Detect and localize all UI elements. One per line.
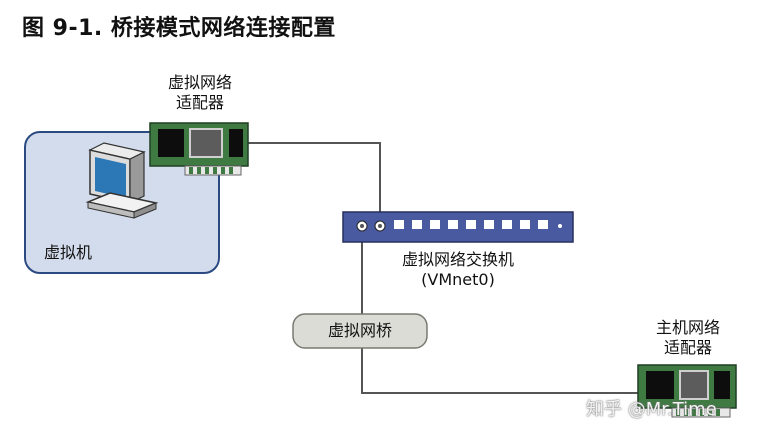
- watermark: 知乎 @Mr.Time: [586, 399, 717, 420]
- virtual-bridge-label: 虚拟网桥: [327, 321, 392, 340]
- host-adapter-label: 主机网络 适配器: [640, 318, 736, 358]
- computer-icon: [85, 142, 159, 219]
- virtual-adapter-label-line2: 适配器: [175, 93, 224, 112]
- host-adapter-card-icon: [637, 364, 737, 418]
- virtual-adapter-card-icon: [149, 122, 249, 176]
- figure-title: 图 9-1. 桥接模式网络连接配置: [22, 16, 336, 41]
- virtual-switch-label: 虚拟网络交换机 (VMnet0): [378, 250, 538, 290]
- host-adapter-label-line1: 主机网络: [655, 318, 720, 337]
- virtual-adapter-label: 虚拟网络 适配器: [150, 73, 250, 113]
- virtual-bridge-pill: [292, 313, 428, 349]
- virtual-machine-label: 虚拟机: [44, 243, 93, 262]
- host-adapter-label-line2: 适配器: [663, 338, 712, 357]
- virtual-switch-label-line2: (VMnet0): [421, 270, 495, 289]
- virtual-switch-icon: [342, 211, 574, 243]
- virtual-adapter-label-line1: 虚拟网络: [167, 73, 232, 92]
- wire-adapter-to-switch: [248, 142, 381, 226]
- wire-switch-to-host: [361, 226, 638, 394]
- virtual-switch-label-line1: 虚拟网络交换机: [401, 250, 514, 269]
